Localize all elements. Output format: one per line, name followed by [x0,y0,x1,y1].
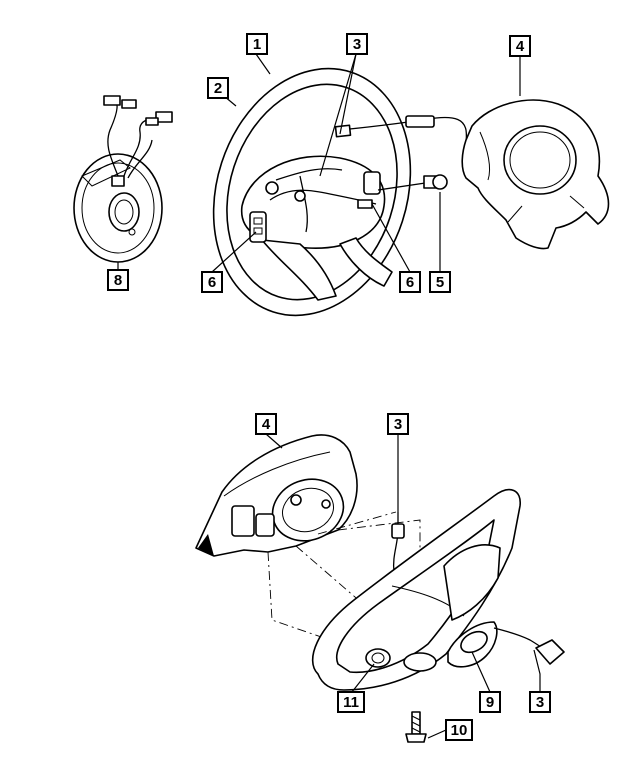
svg-text:11: 11 [343,694,359,711]
svg-text:2: 2 [214,80,222,97]
wire-connector-part-3 [334,115,471,157]
callout-11: 11 [337,691,365,713]
connector-part-3-bottom [391,512,405,573]
svg-text:9: 9 [486,694,494,711]
callout-6-right: 6 [399,271,421,293]
callout-3-top: 3 [346,33,368,55]
svg-text:10: 10 [451,722,468,739]
leader-lines [117,53,541,739]
svg-text:6: 6 [208,274,216,291]
callout-4-bottom: 4 [255,413,277,435]
callout-2: 2 [207,77,229,99]
callout-1: 1 [246,33,268,55]
callout-3-bottom-right: 3 [529,691,551,713]
svg-text:8: 8 [114,272,122,289]
airbag-module-part-4 [461,99,610,250]
nut-part-5 [377,174,448,191]
callout-3-bottom: 3 [387,413,409,435]
steering-wheel-part-1 [212,67,412,317]
svg-text:3: 3 [353,36,361,53]
callout-5: 5 [429,271,451,293]
callout-8: 8 [107,269,129,291]
steering-wheel-rear-view [311,488,565,691]
clockspring-part-8 [73,95,173,263]
callout-6-left: 6 [201,271,223,293]
callout-4-top: 4 [509,35,531,57]
airbag-module-part-4-side [195,434,358,557]
callout-10: 10 [445,719,473,741]
svg-text:4: 4 [516,38,525,55]
svg-text:1: 1 [253,36,261,53]
svg-text:4: 4 [262,416,271,433]
svg-text:3: 3 [394,416,402,433]
svg-text:3: 3 [536,694,544,711]
svg-text:5: 5 [436,274,444,291]
screw-part-10 [405,711,427,743]
svg-text:6: 6 [406,274,414,291]
callout-9: 9 [479,691,501,713]
